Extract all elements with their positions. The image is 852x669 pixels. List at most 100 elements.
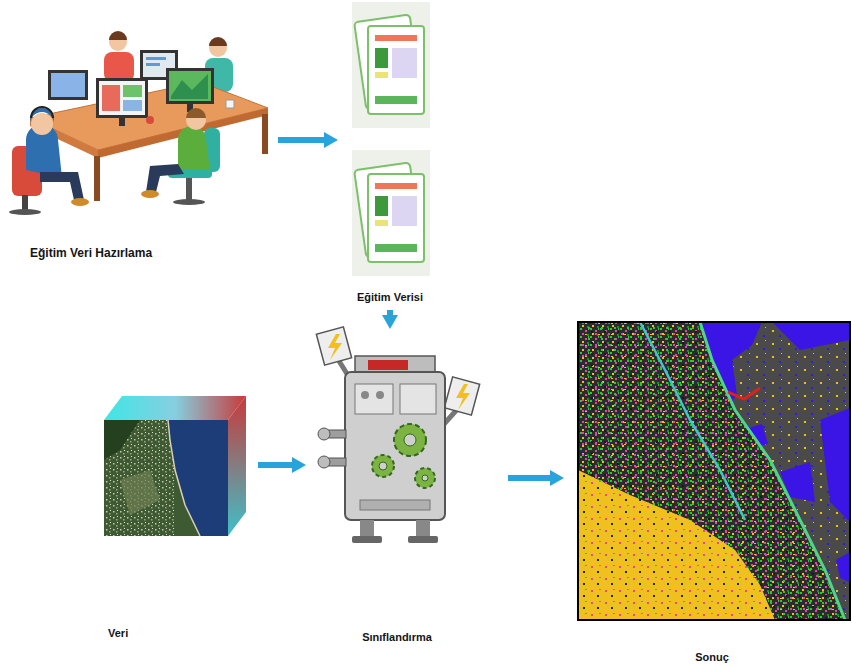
classified-map-part bbox=[578, 322, 850, 620]
classifier-machine-part bbox=[316, 327, 351, 365]
team-illustration-part bbox=[22, 195, 28, 211]
flow-arrow bbox=[258, 462, 296, 468]
data-cube-part bbox=[104, 420, 140, 460]
team-illustration-part bbox=[178, 126, 210, 170]
team-illustration-part bbox=[171, 74, 208, 99]
team-illustration-part bbox=[31, 113, 53, 135]
document-icons bbox=[352, 2, 430, 276]
illustrated-step: Sınıflandırma bbox=[312, 332, 482, 648]
connector-group bbox=[258, 140, 554, 478]
team-illustration-part bbox=[226, 100, 234, 108]
classifier-machine-part bbox=[318, 456, 330, 468]
classifier-machine-part bbox=[422, 475, 428, 481]
data-cube-part bbox=[104, 420, 228, 536]
classifier-machine-part bbox=[360, 500, 430, 510]
classifier-machine-part bbox=[400, 384, 436, 414]
team-illustration-part bbox=[51, 73, 85, 97]
team-illustration-part bbox=[262, 114, 268, 154]
classifier-machine-part bbox=[456, 384, 470, 410]
classified-map-part-part bbox=[820, 408, 850, 522]
team-illustration-part bbox=[119, 118, 125, 126]
step-caption: Sonuç bbox=[695, 651, 729, 664]
classifier-machine-part bbox=[328, 334, 342, 360]
data-cube-part bbox=[228, 396, 246, 536]
illustrated-step: Veri bbox=[96, 392, 252, 642]
team-illustration-part bbox=[104, 52, 134, 82]
classified-map-part-part bbox=[578, 470, 775, 620]
team-illustration-part bbox=[173, 199, 205, 205]
classifier-machine bbox=[316, 327, 479, 543]
team-illustration-part bbox=[123, 100, 142, 111]
classifier-machine-part bbox=[416, 520, 430, 538]
team-illustration-part bbox=[31, 107, 53, 118]
classified-map-part-part bbox=[640, 322, 745, 520]
classifier-machine-part bbox=[368, 360, 408, 370]
team-illustration bbox=[9, 31, 268, 215]
team-illustration-part bbox=[30, 108, 54, 124]
team-illustration-part bbox=[209, 37, 227, 46]
document-icons-part bbox=[352, 2, 430, 128]
classifier-machine-part bbox=[394, 424, 426, 456]
illustrated-step: Sonuç bbox=[572, 318, 852, 667]
data-cube-part bbox=[168, 420, 228, 536]
classifier-machine-part bbox=[360, 520, 374, 538]
step-caption: Eğitim Verisi bbox=[357, 291, 423, 304]
data-cube-part bbox=[104, 420, 174, 536]
team-illustration-part bbox=[141, 190, 159, 198]
team-illustration-part bbox=[96, 78, 148, 118]
team-illustration-part bbox=[169, 71, 211, 101]
step-caption: Veri bbox=[108, 627, 128, 640]
document-icons-part bbox=[352, 150, 430, 276]
classifier-machine-part bbox=[444, 377, 479, 415]
team-illustration-part bbox=[146, 63, 160, 66]
classifier-machine-part bbox=[361, 391, 369, 399]
classified-map-part-part bbox=[578, 322, 850, 620]
classified-map-part-part bbox=[728, 388, 760, 399]
team-illustration-part bbox=[71, 198, 89, 206]
team-illustration-part bbox=[166, 68, 214, 104]
classifier-machine-part bbox=[376, 391, 384, 399]
team-illustration-part bbox=[99, 81, 145, 115]
team-illustration-part bbox=[146, 57, 166, 60]
step-caption: Eğitim Veri Hazırlama bbox=[30, 246, 152, 260]
data-cube-part bbox=[120, 470, 160, 515]
classifier-machine-part bbox=[355, 384, 393, 414]
data-cube bbox=[104, 396, 246, 536]
team-illustration-part bbox=[94, 156, 100, 201]
team-illustration-part bbox=[102, 85, 120, 111]
flow-arrow bbox=[508, 475, 554, 481]
illustrated-step: Eğitim Verisi bbox=[344, 0, 436, 308]
classifier-machine-part bbox=[352, 536, 382, 543]
flow-arrow bbox=[387, 310, 393, 319]
team-illustration-part bbox=[48, 70, 88, 100]
step-caption: Sınıflandırma bbox=[362, 631, 432, 644]
classified-map-part-part bbox=[772, 322, 850, 350]
classified-map-part bbox=[578, 322, 850, 620]
classified-map-part-part bbox=[578, 322, 845, 620]
classifier-machine-part bbox=[408, 536, 438, 543]
flow-arrow bbox=[278, 137, 328, 143]
classifier-machine-part bbox=[404, 434, 416, 446]
classifier-machine-part bbox=[379, 462, 387, 470]
illustrated-step: Eğitim Veri Hazırlama bbox=[8, 4, 274, 266]
team-illustration-part bbox=[109, 31, 127, 40]
classified-map bbox=[578, 322, 850, 620]
classifier-machine-part bbox=[318, 428, 330, 440]
classifier-machine-part bbox=[415, 468, 435, 488]
classifier-machine-part bbox=[372, 455, 394, 477]
team-illustration-part bbox=[186, 178, 192, 200]
team-illustration-part bbox=[40, 172, 84, 200]
classifier-machine-part bbox=[345, 372, 445, 520]
data-cube-part bbox=[168, 420, 200, 536]
team-illustration-part bbox=[186, 108, 206, 118]
data-cube-part bbox=[104, 396, 246, 420]
team-illustration-part bbox=[146, 116, 154, 124]
classified-map-part-part bbox=[578, 322, 845, 620]
classified-map-part-part bbox=[836, 552, 850, 582]
team-illustration-part bbox=[123, 85, 142, 97]
team-illustration-part bbox=[146, 164, 184, 192]
team-illustration-part bbox=[9, 209, 41, 215]
